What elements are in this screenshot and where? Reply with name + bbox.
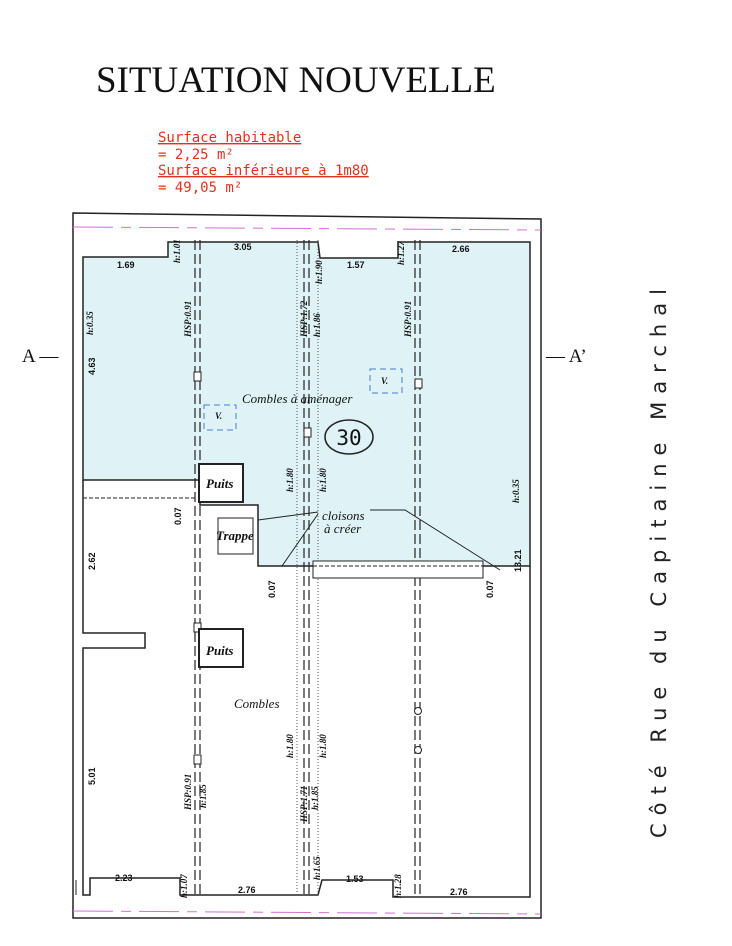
- dim-top-1: 1.69: [117, 260, 135, 270]
- dim-small-3: 0.07: [485, 580, 495, 598]
- velux-label-1: V.: [215, 411, 222, 421]
- height-label: h:0.35: [85, 311, 95, 335]
- cloisons-label: cloisons: [322, 508, 365, 523]
- height-label: h:1.01: [172, 239, 182, 263]
- height-label: HSP:0.91: [183, 774, 193, 811]
- partition-beam: [312, 560, 484, 579]
- dim-bottom-1: 2.23: [115, 873, 133, 883]
- height-label: h:1.65: [312, 856, 322, 880]
- dim-left-2: 2.62: [87, 552, 97, 570]
- height-label: HSP:0.91: [403, 301, 413, 338]
- dim-small-2: 0.07: [267, 580, 277, 598]
- height-label: h:1.90: [314, 260, 324, 284]
- dim-small-1: 0.07: [173, 507, 183, 525]
- cloisons-leaders: [257, 509, 501, 571]
- height-label: h:1.85: [310, 786, 320, 810]
- puits-box-1: [198, 463, 244, 503]
- room-number-oval: [324, 419, 374, 455]
- height-label: h:0.35: [511, 479, 521, 503]
- page-title: SITUATION NOUVELLE: [96, 60, 496, 101]
- puits-label-1: Puits: [206, 476, 233, 491]
- surface-habitable-value: = 2,25 m²: [158, 147, 234, 163]
- height-label: HSP:1.72: [299, 300, 309, 338]
- axis-line-bottom: [72, 910, 542, 915]
- section-mark-a: A —: [22, 346, 59, 367]
- height-label: h:1.07: [179, 874, 189, 898]
- height-label: h:1.80: [285, 734, 295, 758]
- section-mark-a-prime: — A’: [545, 346, 587, 367]
- partition-to-create: [200, 504, 490, 567]
- trappe-box: [217, 517, 254, 555]
- room-label-upper: Combles à aménager: [242, 391, 353, 406]
- dim-top-3: 1.57: [347, 260, 365, 270]
- puits-box-2: [198, 628, 244, 668]
- velux-1: [203, 404, 237, 431]
- cloisons-label-2: à créer: [324, 521, 362, 536]
- velux-2: [369, 368, 403, 394]
- outer-frame: [72, 212, 542, 919]
- dim-bottom-4: 2.76: [450, 887, 468, 897]
- dim-bottom-3: 1.53: [346, 874, 364, 884]
- puits-label-2: Puits: [206, 643, 233, 658]
- room-label-lower: Combles: [234, 696, 280, 711]
- height-label: h:1.80: [318, 468, 328, 492]
- dim-left-1: 4.63: [87, 357, 97, 375]
- street-label: Côté Rue du Capitaine Marchal: [647, 288, 671, 838]
- dim-bottom-2: 2.76: [238, 885, 256, 895]
- dim-top-2: 3.05: [234, 242, 252, 252]
- trappe-label: Trappe: [216, 528, 254, 543]
- height-label: HSP:0.91: [183, 301, 193, 338]
- surface-inferieure-value: = 49,05 m²: [158, 180, 242, 196]
- dim-left-3: 5.01: [87, 767, 97, 785]
- velux-label-2: V.: [381, 376, 388, 386]
- height-label: h:1.80: [318, 734, 328, 758]
- height-label: h:1.85: [198, 784, 208, 808]
- dim-top-4: 2.66: [452, 244, 470, 254]
- height-label: h:1.80: [285, 468, 295, 492]
- height-label: HSP:1.71: [299, 786, 309, 823]
- axis-line-top: [72, 226, 542, 231]
- beam-posts: [193, 371, 423, 765]
- surface-habitable-label: Surface habitable: [158, 130, 301, 146]
- height-label: h:1.86: [312, 313, 322, 337]
- height-label: h:1.27: [396, 241, 406, 265]
- dim-small-4: 13.21: [513, 549, 523, 572]
- room-number: 30: [336, 426, 361, 450]
- surface-inferieure-label: Surface inférieure à 1m80: [158, 163, 369, 179]
- combles-area: [82, 480, 531, 898]
- height-label: h:1.28: [393, 874, 403, 898]
